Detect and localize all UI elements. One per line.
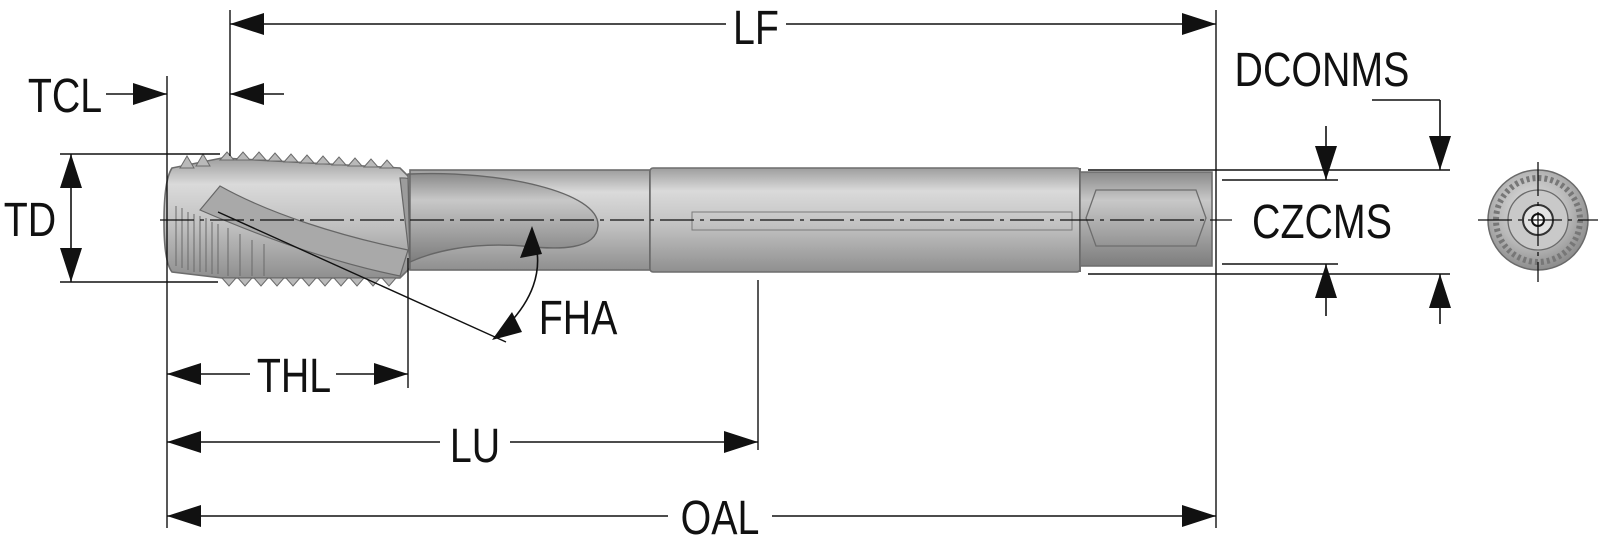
tap-body	[163, 151, 1213, 287]
dimension-dconms: DCONMS	[1235, 43, 1451, 324]
dimension-thl: THL	[167, 349, 408, 403]
extension-lines	[60, 10, 1450, 528]
label-thl: THL	[257, 349, 331, 403]
label-fha: FHA	[539, 291, 618, 345]
dimension-tcl: TCL	[28, 69, 284, 123]
label-czcms: CZCMS	[1252, 195, 1392, 249]
top-thread-teeth	[179, 151, 396, 169]
flute-runout-overlay	[409, 172, 599, 264]
dimension-lf: LF	[230, 1, 1216, 55]
square-drive-facet	[1085, 189, 1207, 247]
bottom-thread-teeth	[220, 277, 398, 287]
square-drive	[1079, 171, 1213, 267]
label-lf: LF	[733, 1, 779, 55]
label-td: TD	[4, 193, 56, 247]
label-dconms: DCONMS	[1235, 43, 1410, 97]
label-oal: OAL	[681, 491, 760, 545]
tap-end-view	[1478, 162, 1598, 282]
dimension-td: TD	[0, 154, 82, 282]
shank-center-slot	[691, 211, 1073, 231]
label-lu: LU	[450, 419, 500, 473]
flute-hatching	[175, 206, 265, 276]
dimension-lu: LU	[167, 419, 758, 473]
label-tcl: TCL	[28, 69, 102, 123]
dimension-fha: FHA	[492, 226, 618, 345]
dimension-oal: OAL	[167, 491, 1216, 545]
dimension-czcms: CZCMS	[1238, 126, 1404, 316]
